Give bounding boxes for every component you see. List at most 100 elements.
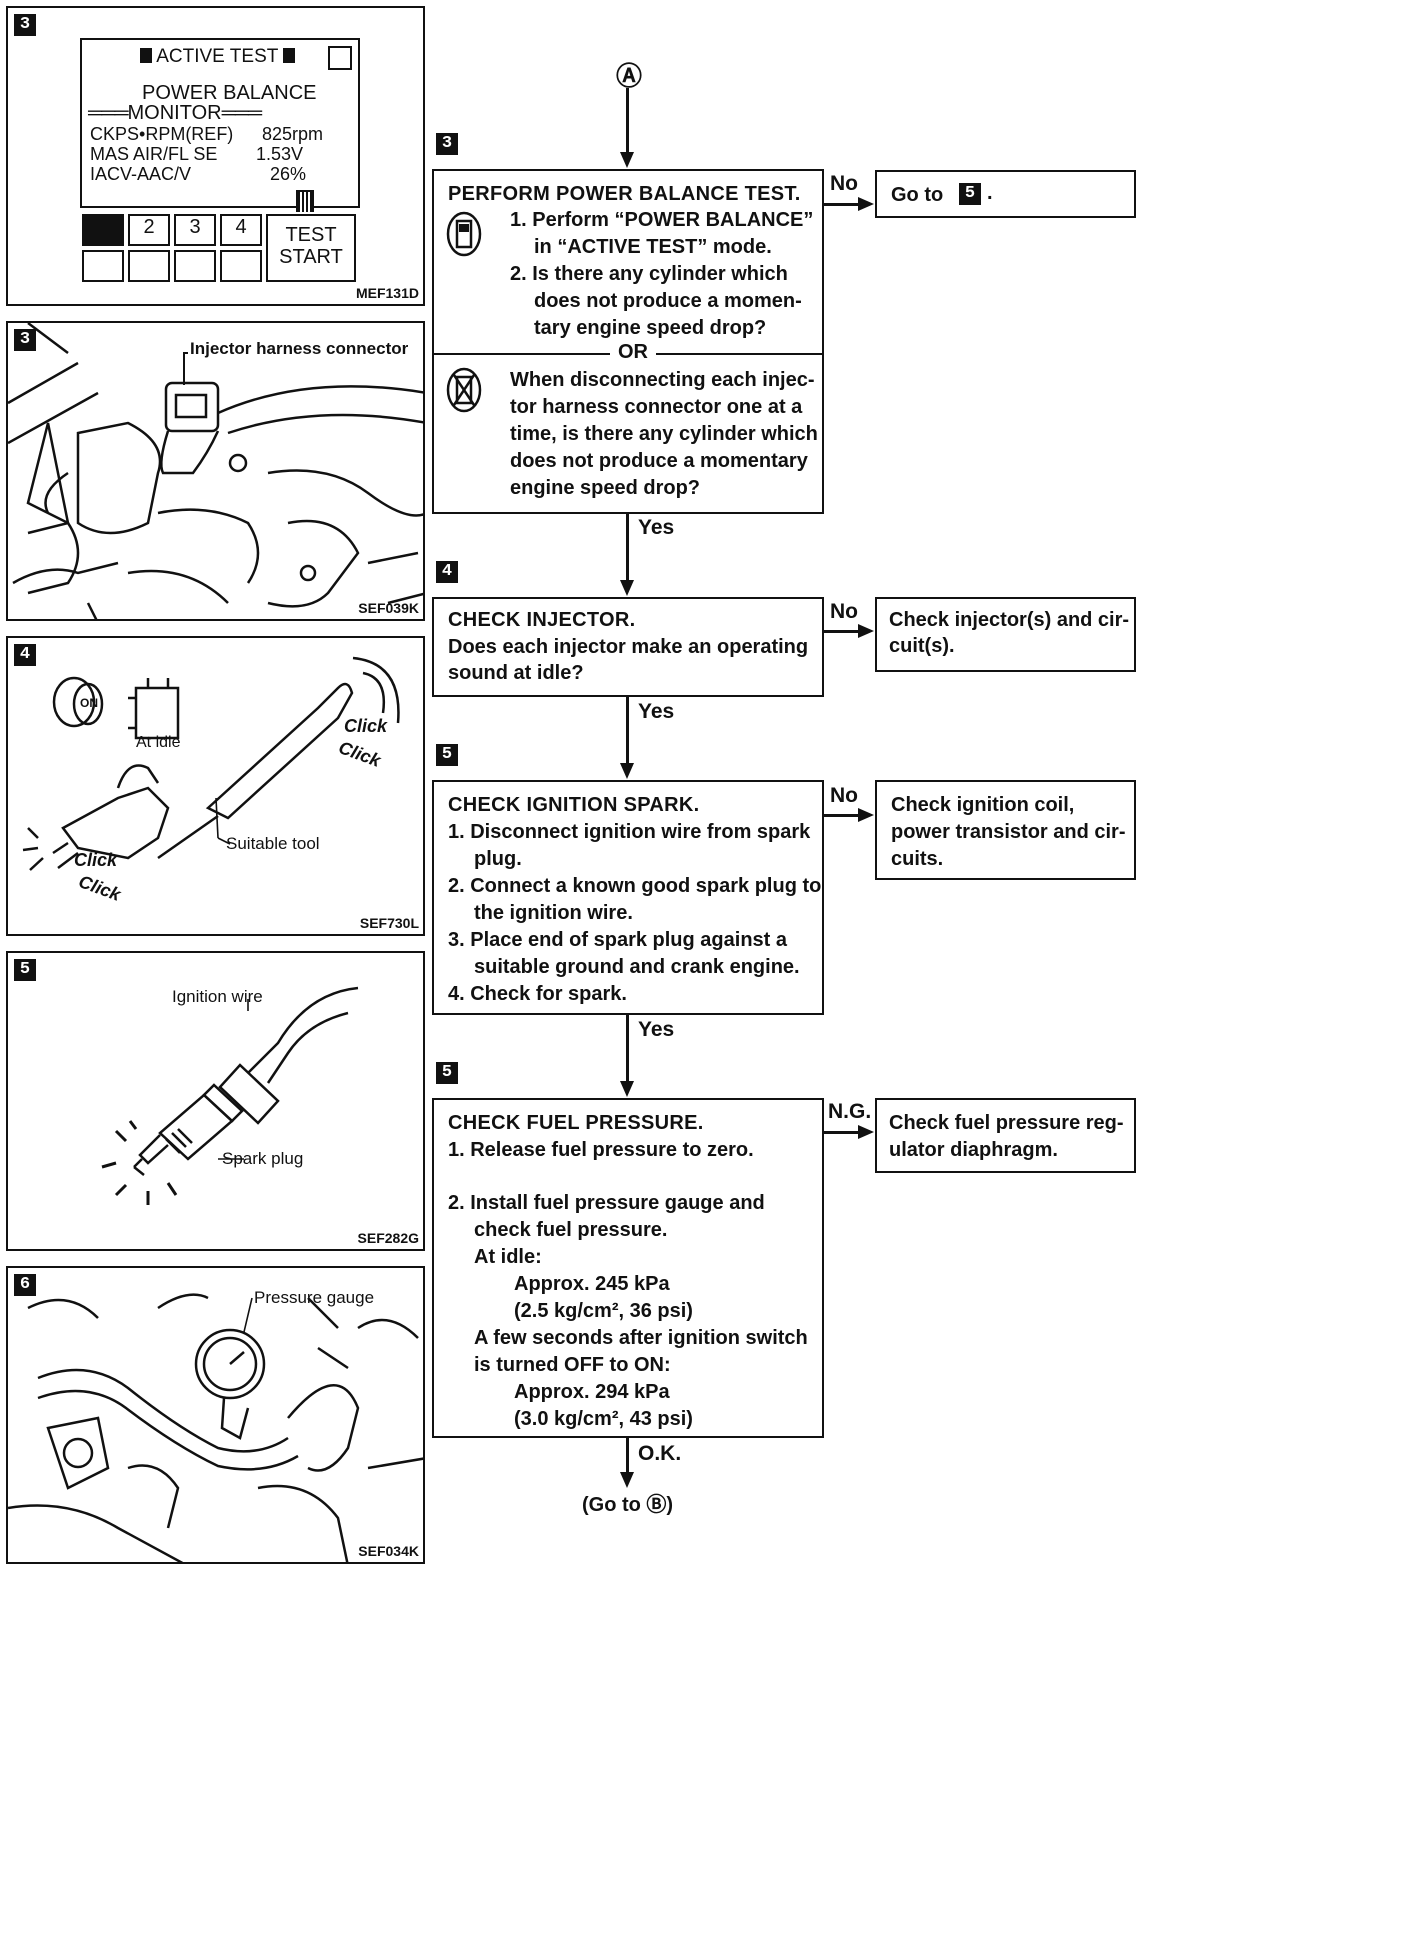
stethoscope-illustration bbox=[22, 656, 400, 871]
step-box-check-injector: CHECK INJECTOR. Does each injector make … bbox=[432, 597, 824, 697]
goto-step-number: 5 bbox=[959, 183, 981, 205]
step-line: Approx. 245 kPa bbox=[514, 1273, 670, 1295]
step-line: Approx. 294 kPa bbox=[514, 1381, 670, 1403]
no-tool-icon bbox=[446, 367, 482, 413]
step-line: is turned OFF to ON: bbox=[474, 1354, 671, 1376]
flow-arrow bbox=[858, 197, 874, 211]
or-label: OR bbox=[610, 341, 656, 364]
no-label: No bbox=[830, 172, 858, 195]
step-number: 4 bbox=[436, 561, 458, 583]
flow-arrow bbox=[858, 808, 874, 822]
step-line: (2.5 kg/cm², 36 psi) bbox=[514, 1300, 693, 1322]
step-line: 2. Connect a known good spark plug to bbox=[448, 875, 822, 897]
cylinder-key-4[interactable]: 4 bbox=[220, 214, 262, 246]
step-line: engine speed drop? bbox=[510, 477, 701, 499]
goto-box[interactable]: Go to 5 . bbox=[875, 170, 1136, 218]
yes-label: Yes bbox=[638, 700, 675, 723]
flow-line bbox=[824, 203, 860, 206]
yes-label: Yes bbox=[638, 1018, 675, 1041]
step-line: in “ACTIVE TEST” mode. bbox=[534, 236, 772, 258]
result-box: Check fuel pressure reg- ulator diaphrag… bbox=[875, 1098, 1136, 1173]
ok-label: O.K. bbox=[638, 1442, 682, 1465]
cylinder-key-3[interactable]: 3 bbox=[174, 214, 216, 246]
flow-arrow bbox=[620, 580, 634, 596]
panel-number: 6 bbox=[14, 1274, 36, 1296]
figure-code: SEF039K bbox=[358, 600, 419, 616]
no-label: No bbox=[830, 600, 858, 623]
no-label: No bbox=[830, 784, 858, 807]
consult-screen-panel: 3 ACTIVE TEST POWER BALANCE ═══MONITOR══… bbox=[6, 6, 425, 306]
step-line: Does each injector make an operating bbox=[448, 636, 809, 658]
step-title: CHECK IGNITION SPARK. bbox=[448, 794, 700, 816]
suitable-tool-label: Suitable tool bbox=[226, 834, 320, 853]
flow-arrow bbox=[620, 763, 634, 779]
step-line: time, is there any cylinder which bbox=[510, 423, 818, 445]
step-line: plug. bbox=[474, 848, 522, 870]
step-line: the ignition wire. bbox=[474, 902, 633, 924]
step-box-check-spark: CHECK IGNITION SPARK. 1. Disconnect igni… bbox=[432, 780, 824, 1015]
flow-line bbox=[626, 1015, 629, 1083]
pressure-gauge-label: Pressure gauge bbox=[254, 1288, 375, 1307]
step-line: check fuel pressure. bbox=[474, 1219, 668, 1241]
flow-line bbox=[824, 814, 860, 817]
consult-tool-icon bbox=[446, 211, 482, 257]
monitor-corner-box bbox=[328, 46, 352, 70]
cylinder-key-2[interactable]: 2 bbox=[128, 214, 170, 246]
ng-label: N.G. bbox=[828, 1100, 872, 1123]
empty-key[interactable] bbox=[82, 250, 124, 282]
panel-number: 5 bbox=[14, 959, 36, 981]
step-line: 1. Release fuel pressure to zero. bbox=[448, 1139, 754, 1161]
empty-key[interactable] bbox=[220, 250, 262, 282]
step-line: does not produce a momen- bbox=[534, 290, 802, 312]
click-text: Click bbox=[74, 850, 118, 870]
goto-b-text: (Go to Ⓑ) bbox=[582, 1494, 674, 1516]
monitor-row-value: 1.53V bbox=[256, 144, 304, 164]
ignition-on-label: ON bbox=[80, 696, 98, 710]
step-number: 5 bbox=[436, 744, 458, 766]
monitor-row-name: MAS AIR/FL SE bbox=[90, 144, 218, 164]
result-box: Check ignition coil, power transistor an… bbox=[875, 780, 1136, 880]
monitor-row-value: 26% bbox=[270, 164, 307, 184]
flow-arrow bbox=[858, 624, 874, 638]
connector-marker-a: Ⓐ bbox=[616, 61, 643, 91]
cylinder-key-1[interactable] bbox=[82, 214, 124, 246]
step-line: 3. Place end of spark plug against a bbox=[448, 929, 787, 951]
figure-code: MEF131D bbox=[355, 285, 419, 301]
figure-code: SEF730L bbox=[359, 915, 419, 931]
injector-connector-label: Injector harness connector bbox=[190, 339, 409, 358]
fuel-gauge-illustration bbox=[8, 1293, 423, 1562]
pressure-gauge-panel: 6 Pressure gauge SEF034K bbox=[6, 1266, 425, 1564]
spark-plug-label: Spark plug bbox=[222, 1149, 304, 1168]
spark-plug-panel: 5 Ignition wire Spark plug SEF282G bbox=[6, 951, 425, 1251]
step-box-power-balance: PERFORM POWER BALANCE TEST. 1. Perform “… bbox=[432, 169, 824, 514]
step-line: 2. Install fuel pressure gauge and bbox=[448, 1192, 765, 1214]
flow-line bbox=[626, 88, 629, 154]
flow-line bbox=[626, 1438, 629, 1474]
flow-line bbox=[824, 1131, 860, 1134]
step-line: 1. Perform “POWER BALANCE” bbox=[510, 209, 814, 231]
step-number: 5 bbox=[436, 1062, 458, 1084]
flow-arrow bbox=[620, 152, 634, 168]
figure-code: SEF034K bbox=[358, 1543, 419, 1559]
step-line: sound at idle? bbox=[448, 662, 584, 684]
click-text: Click bbox=[344, 716, 388, 736]
yes-label: Yes bbox=[638, 516, 675, 539]
monitor-heading: ═══MONITOR═══ bbox=[88, 102, 262, 124]
monitor-row-name: CKPS•RPM(REF) bbox=[90, 124, 234, 144]
step-line: 1. Disconnect ignition wire from spark bbox=[448, 821, 811, 843]
step-number: 3 bbox=[436, 133, 458, 155]
active-test-title: ACTIVE TEST bbox=[140, 46, 296, 68]
panel-number: 3 bbox=[14, 329, 36, 351]
step-line: tary engine speed drop? bbox=[534, 317, 767, 339]
empty-key[interactable] bbox=[174, 250, 216, 282]
step-line: 4. Check for spark. bbox=[448, 983, 627, 1005]
empty-key[interactable] bbox=[128, 250, 170, 282]
step-box-check-fuel-pressure: CHECK FUEL PRESSURE. 1. Release fuel pre… bbox=[432, 1098, 824, 1438]
step-line: A few seconds after ignition switch bbox=[474, 1327, 808, 1349]
panel-number: 4 bbox=[14, 644, 36, 666]
spark-plug-illustration bbox=[101, 986, 359, 1205]
monitor-row-name: IACV-AAC/V bbox=[90, 164, 192, 184]
flow-arrow bbox=[620, 1081, 634, 1097]
result-box: Check injector(s) and cir- cuit(s). bbox=[875, 597, 1136, 672]
